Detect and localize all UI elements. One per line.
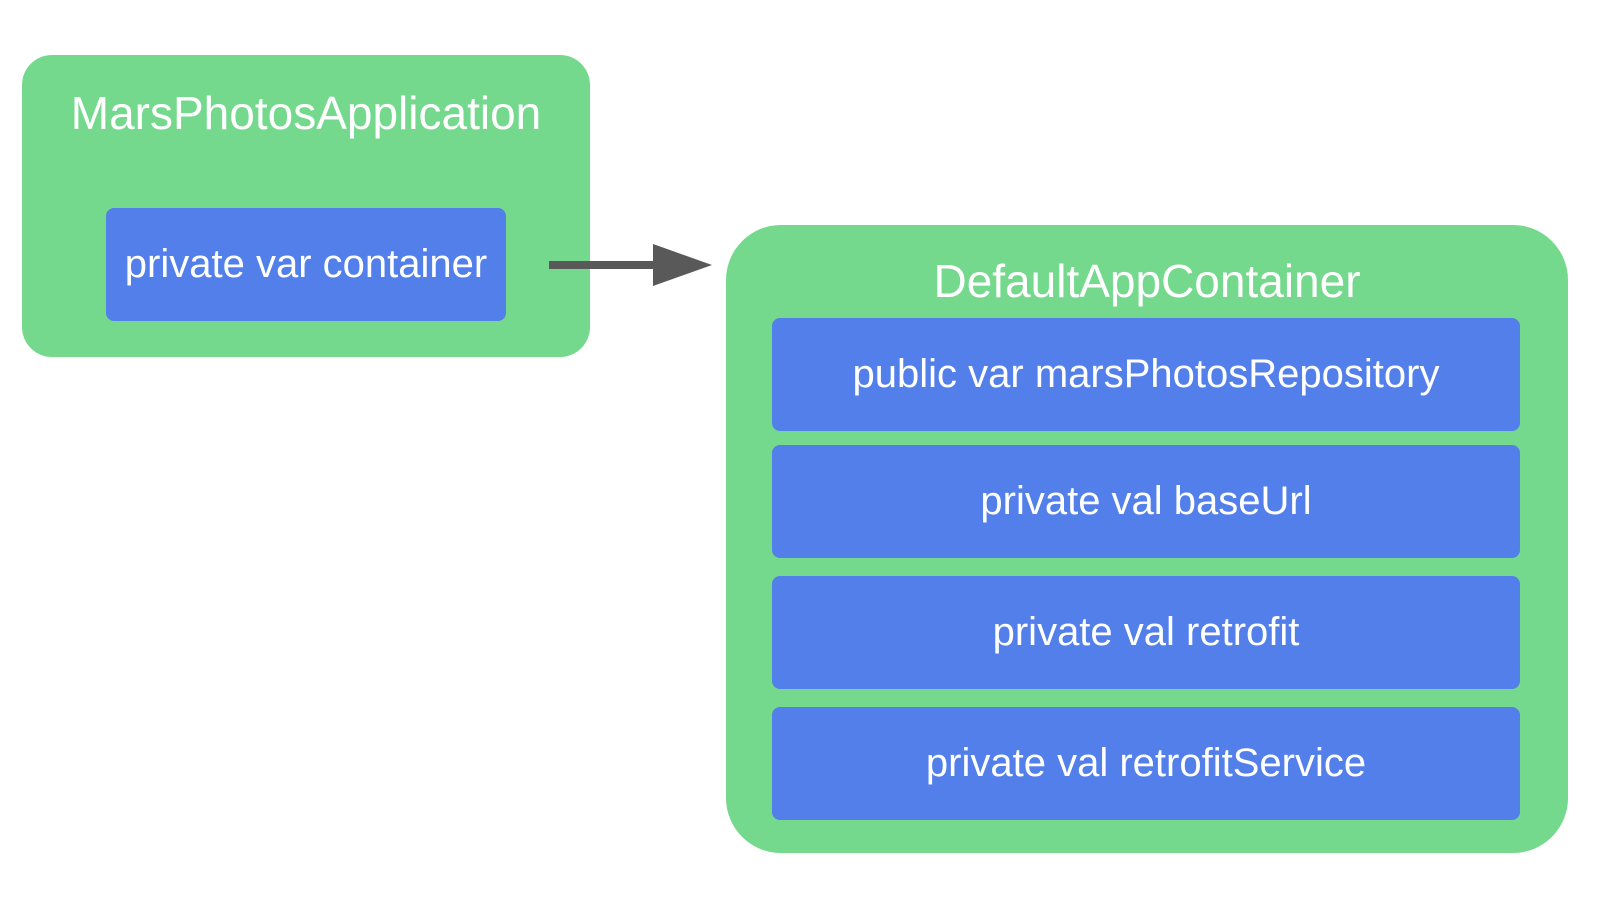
container-field: private var container <box>106 208 506 321</box>
default-app-container-node: DefaultAppContainer public var marsPhoto… <box>726 225 1568 853</box>
base-url-field: private val baseUrl <box>772 445 1520 558</box>
mars-photos-application-title: MarsPhotosApplication <box>70 87 542 139</box>
arrow-head-icon <box>653 244 712 286</box>
mars-photos-application-node: MarsPhotosApplication private var contai… <box>22 55 590 357</box>
default-app-container-title: DefaultAppContainer <box>933 255 1361 307</box>
retrofit-field: private val retrofit <box>772 576 1520 689</box>
retrofit-service-field: private val retrofitService <box>772 707 1520 820</box>
arrow-right-connector <box>549 244 712 286</box>
mars-photos-repository-field: public var marsPhotosRepository <box>772 318 1520 431</box>
